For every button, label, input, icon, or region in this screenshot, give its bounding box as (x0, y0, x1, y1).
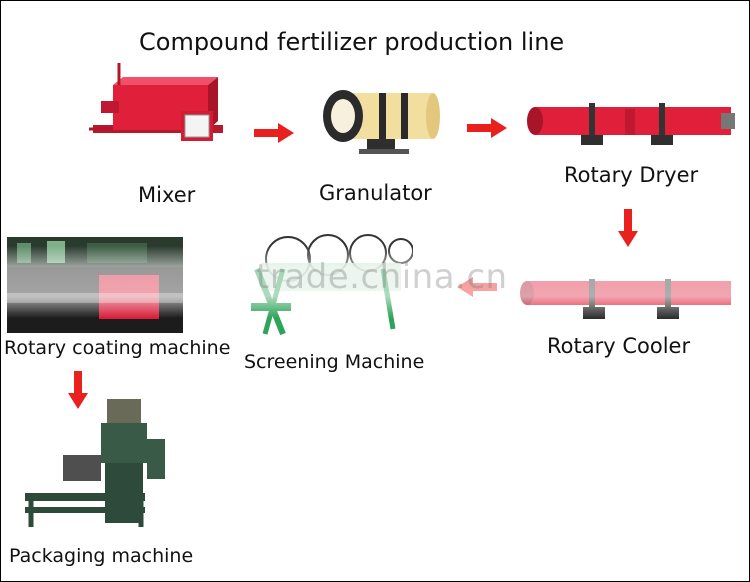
watermark-text: trade.china.cn (256, 257, 508, 297)
arrow-right-icon (467, 118, 507, 138)
diagram-title: Compound fertilizer production line (139, 28, 565, 56)
arrow-right-icon (254, 123, 294, 143)
step-label-mixer: Mixer (138, 183, 196, 207)
rotary-dryer-icon (527, 103, 735, 145)
granulator-icon (323, 90, 440, 154)
step-label-rotary-dryer: Rotary Dryer (564, 163, 699, 187)
watermark-band (1, 246, 749, 318)
arrow-down-icon (618, 209, 638, 247)
mixer-icon (89, 63, 223, 141)
step-label-rotary-cooler: Rotary Cooler (547, 334, 691, 358)
step-label-granulator: Granulator (319, 181, 432, 205)
step-label-coating-machine: Rotary coating machine (4, 337, 231, 359)
arrow-down-icon (68, 371, 88, 409)
step-label-screening-machine: Screening Machine (244, 351, 425, 373)
packaging-machine-icon (25, 399, 165, 527)
step-label-packaging-machine: Packaging machine (9, 545, 194, 567)
